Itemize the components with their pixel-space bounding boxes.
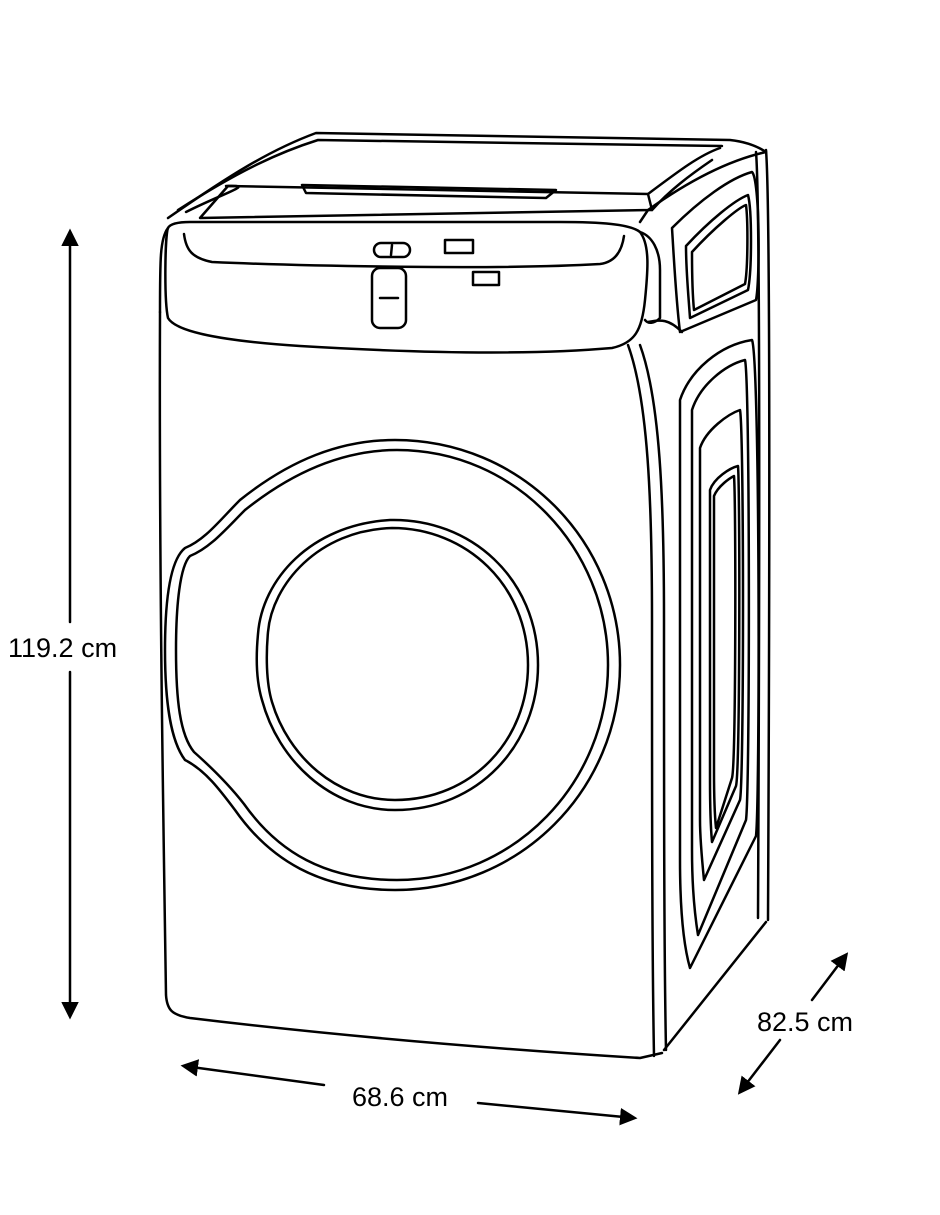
control-panel [164, 220, 649, 354]
side-lower-panel [678, 338, 760, 970]
width-arrow [180, 1059, 638, 1126]
depth-arrow [737, 952, 849, 1095]
side-back-edge [764, 148, 771, 922]
power-button [372, 241, 412, 259]
washer-outline [158, 131, 771, 1060]
front-face [158, 310, 664, 1060]
display-window [443, 238, 475, 255]
lid-outline [166, 131, 768, 224]
indicator-window [471, 270, 501, 287]
door-frame [163, 438, 622, 892]
front-right-edge [626, 343, 656, 1058]
detergent-drawer [370, 266, 408, 330]
height-label: 119.2 cm [8, 633, 118, 663]
lid-panel [198, 184, 654, 220]
door-glass [255, 518, 540, 812]
side-bottom-edge [662, 920, 768, 1052]
width-label: 68.6 cm [352, 1082, 449, 1112]
side-upper-panel [670, 170, 760, 334]
depth-label: 82.5 cm [757, 1007, 854, 1037]
